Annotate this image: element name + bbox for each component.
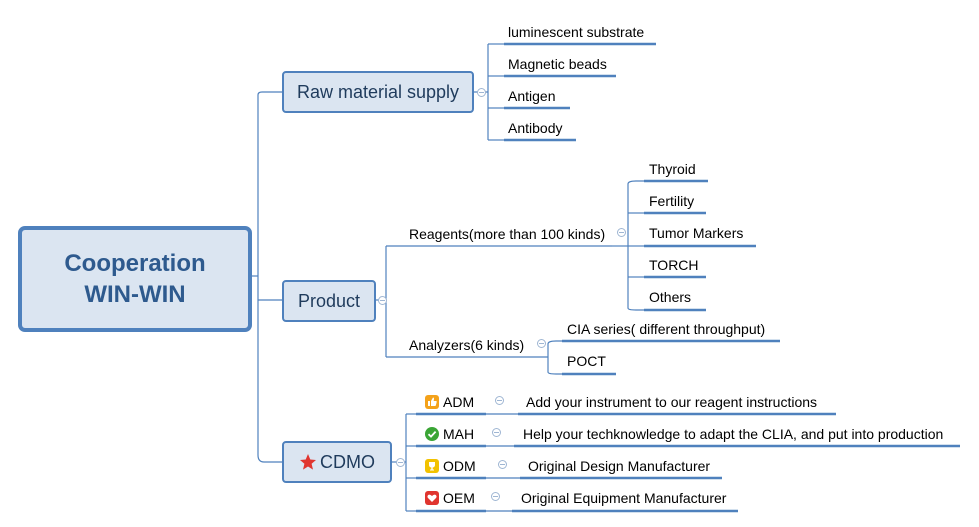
sub-analyzers[interactable]: Analyzers(6 kinds): [409, 337, 525, 353]
cdmo-tag-mah-label: MAH: [443, 426, 475, 442]
cdmo-tag-oem-label: OEM: [443, 490, 475, 506]
cdmo-odm-text[interactable]: Original Design Manufacturer: [528, 458, 711, 474]
branch-raw-material[interactable]: Raw material supply: [282, 71, 474, 113]
collapse-product-icon[interactable]: [378, 296, 387, 305]
collapse-odm-icon[interactable]: [498, 460, 507, 469]
branch-product[interactable]: Product: [282, 280, 376, 322]
check-circle-icon: [425, 427, 439, 441]
collapse-mah-icon[interactable]: [492, 428, 501, 437]
branch-raw-material-label: Raw material supply: [296, 81, 460, 102]
central-topic[interactable]: Cooperation WIN-WIN: [18, 226, 252, 332]
leaf-luminescent-substrate[interactable]: luminescent substrate: [508, 24, 645, 40]
collapse-cdmo-icon[interactable]: [396, 458, 405, 467]
cdmo-tag-oem[interactable]: OEM: [425, 490, 475, 506]
trophy-icon: [425, 459, 439, 473]
cdmo-mah-text[interactable]: Help your techknowledge to adapt the CLI…: [523, 426, 944, 442]
branch-cdmo[interactable]: CDMO: [282, 441, 392, 483]
leaf-others[interactable]: Others: [649, 289, 692, 305]
central-topic-line2: WIN-WIN: [84, 281, 186, 308]
branch-product-label: Product: [297, 290, 361, 311]
central-topic-line1: Cooperation: [64, 250, 206, 277]
cdmo-adm-text[interactable]: Add your instrument to our reagent instr…: [526, 394, 818, 410]
leaf-poct[interactable]: POCT: [567, 353, 606, 369]
star-icon: [299, 453, 317, 471]
leaf-torch[interactable]: TORCH: [649, 257, 699, 273]
cdmo-tag-mah[interactable]: MAH: [425, 426, 474, 442]
heart-icon: [425, 491, 439, 505]
sub-reagents[interactable]: Reagents(more than 100 kinds): [409, 226, 606, 242]
leaf-cia-series[interactable]: CIA series( different throughput): [567, 321, 766, 337]
collapse-adm-icon[interactable]: [495, 396, 504, 405]
leaf-magnetic-beads[interactable]: Magnetic beads: [508, 56, 607, 72]
collapse-raw-material-icon[interactable]: [477, 88, 486, 97]
leaf-fertility[interactable]: Fertility: [649, 193, 695, 209]
leaf-antigen[interactable]: Antigen: [508, 88, 556, 104]
cdmo-tag-adm-label: ADM: [443, 394, 475, 410]
leaf-tumor-markers[interactable]: Tumor Markers: [649, 225, 744, 241]
leaf-thyroid[interactable]: Thyroid: [649, 161, 696, 177]
thumbs-up-icon: [425, 395, 439, 409]
cdmo-tag-odm-label: ODM: [443, 458, 476, 474]
cdmo-tag-odm[interactable]: ODM: [425, 458, 476, 474]
collapse-oem-icon[interactable]: [491, 492, 500, 501]
collapse-analyzers-icon[interactable]: [537, 339, 546, 348]
branch-cdmo-label: CDMO: [320, 451, 375, 472]
collapse-reagents-icon[interactable]: [617, 228, 626, 237]
cdmo-oem-text[interactable]: Original Equipment Manufacturer: [521, 490, 727, 506]
cdmo-tag-adm[interactable]: ADM: [425, 394, 474, 410]
leaf-antibody[interactable]: Antibody: [508, 120, 563, 136]
